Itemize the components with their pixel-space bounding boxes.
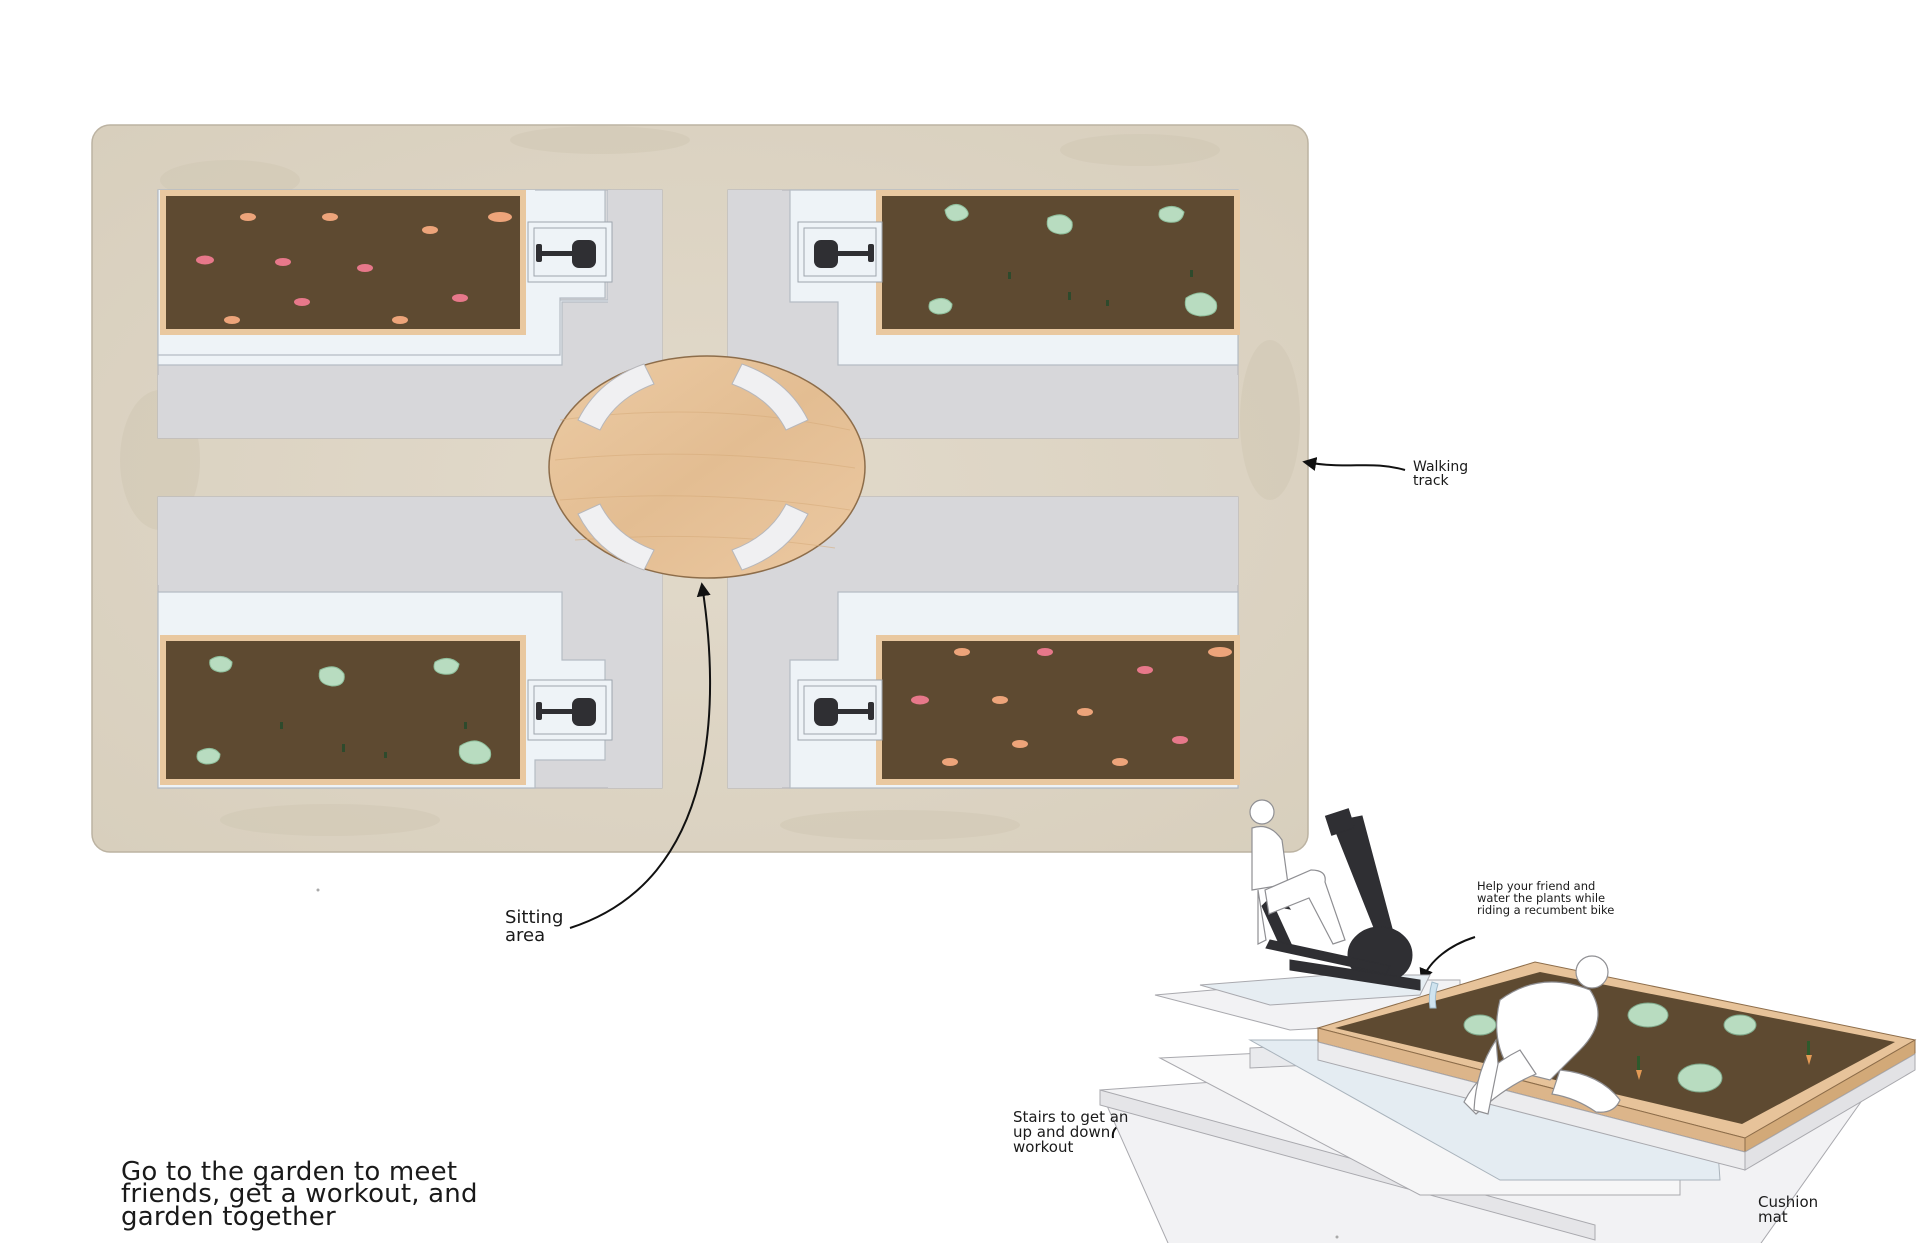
- herb-sprouts: [280, 270, 1193, 758]
- cabbage-icon: [196, 656, 492, 765]
- person-figure-icon: [1463, 955, 1621, 1115]
- page-dot: [1335, 1235, 1339, 1239]
- flower-icon: [911, 647, 1232, 766]
- sitting-area-label: Sitting area: [505, 907, 564, 946]
- recumbent-bike-icon: [1261, 808, 1421, 991]
- track-texture: [120, 126, 1300, 840]
- cabbage-icon: [1463, 1002, 1757, 1093]
- cushion-mat-label: Cushion mat: [1758, 1193, 1819, 1226]
- cabbage-icon: [928, 204, 1218, 317]
- perspective-platform: [1099, 961, 1917, 1243]
- person-figure-icon: [1249, 799, 1346, 945]
- sitting-area-top: [548, 355, 866, 579]
- walking-track-label: Walking track: [1413, 459, 1469, 489]
- stairs-label: Stairs to get an up and down workout: [1013, 1108, 1129, 1156]
- page-dot: [316, 888, 320, 892]
- help-friend-label: Help your friend and water the plants wh…: [1477, 879, 1615, 918]
- help-friend-arrow: [1419, 936, 1476, 983]
- sitting-area-arrow: [569, 582, 712, 929]
- recumbent-bike-icon: [536, 240, 874, 726]
- walking-track-arrow: [1302, 457, 1406, 471]
- watering-stream: [1428, 981, 1439, 1009]
- flower-icon: [196, 212, 512, 324]
- carrot-icon: [1636, 1041, 1812, 1080]
- caption: Go to the garden to meet friends, get a …: [121, 1157, 478, 1232]
